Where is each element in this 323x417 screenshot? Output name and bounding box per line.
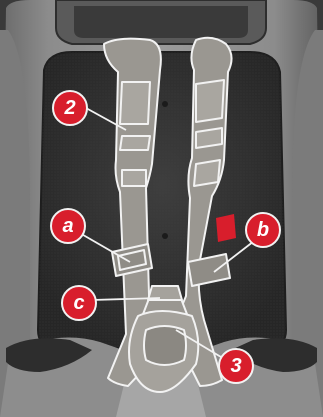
mount-hole-top: [162, 101, 168, 107]
callout-harness-strap: 2: [53, 91, 87, 125]
callout-chest-clip: c: [62, 286, 96, 320]
callout-label-b: b: [257, 219, 269, 241]
callout-right-buckle-tongue: b: [246, 213, 280, 247]
callout-label-2: 2: [63, 97, 75, 119]
callout-left-buckle-tongue: a: [51, 209, 85, 243]
mount-hole-bottom: [162, 233, 168, 239]
callout-crotch-buckle: 3: [219, 349, 253, 383]
callout-label-c: c: [73, 292, 84, 314]
red-tab: [216, 214, 236, 242]
callout-label-3: 3: [230, 355, 241, 377]
callout-label-a: a: [62, 215, 73, 237]
